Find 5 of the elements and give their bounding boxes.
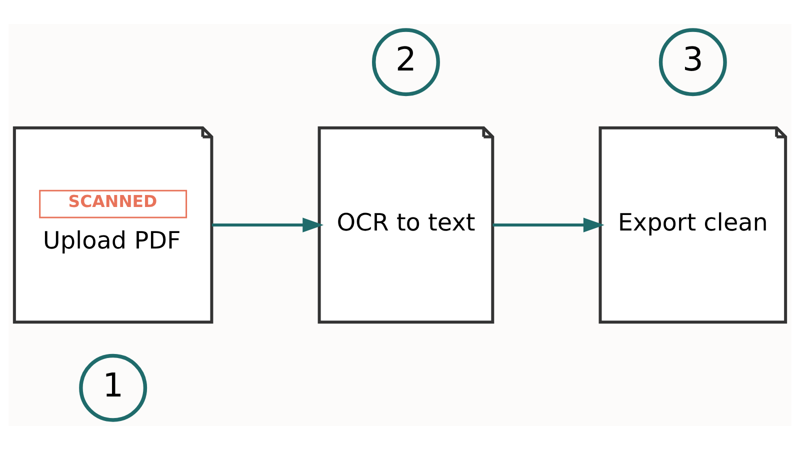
node-circle: 1 bbox=[79, 354, 148, 422]
arrow bbox=[492, 218, 604, 232]
node-circle: 3 bbox=[658, 28, 727, 96]
node-circle: 2 bbox=[372, 28, 440, 96]
arrow bbox=[212, 218, 324, 232]
